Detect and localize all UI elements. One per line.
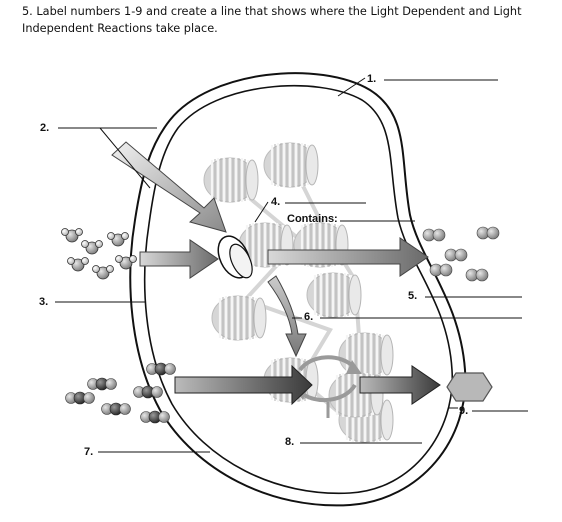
water-input-arrow	[139, 239, 219, 279]
label-6: 6.	[304, 311, 313, 323]
co2-input-arrow	[174, 364, 313, 406]
label-2: 2.	[40, 122, 49, 134]
light-arrow	[111, 141, 227, 233]
oxygen-molecules	[422, 226, 500, 282]
answer-blanks	[55, 79, 528, 453]
label-1: 1.	[367, 73, 376, 85]
water-molecules	[61, 228, 137, 280]
label-contains: Contains:	[287, 213, 338, 225]
label-4: 4.	[271, 196, 280, 208]
oxygen-output-arrow	[267, 237, 429, 277]
energy-down-arrow	[267, 275, 307, 358]
label-8: 8.	[285, 436, 294, 448]
label-9: 9.	[459, 405, 468, 417]
sugar-hexagon	[446, 372, 493, 402]
label-3: 3.	[39, 296, 48, 308]
label-7: 7.	[84, 446, 93, 458]
co2-molecules	[65, 362, 176, 424]
label-5: 5.	[408, 290, 417, 302]
worksheet-instructions: 5. Label numbers 1-9 and create a line t…	[22, 5, 522, 35]
sugar-output-arrow	[359, 365, 441, 405]
